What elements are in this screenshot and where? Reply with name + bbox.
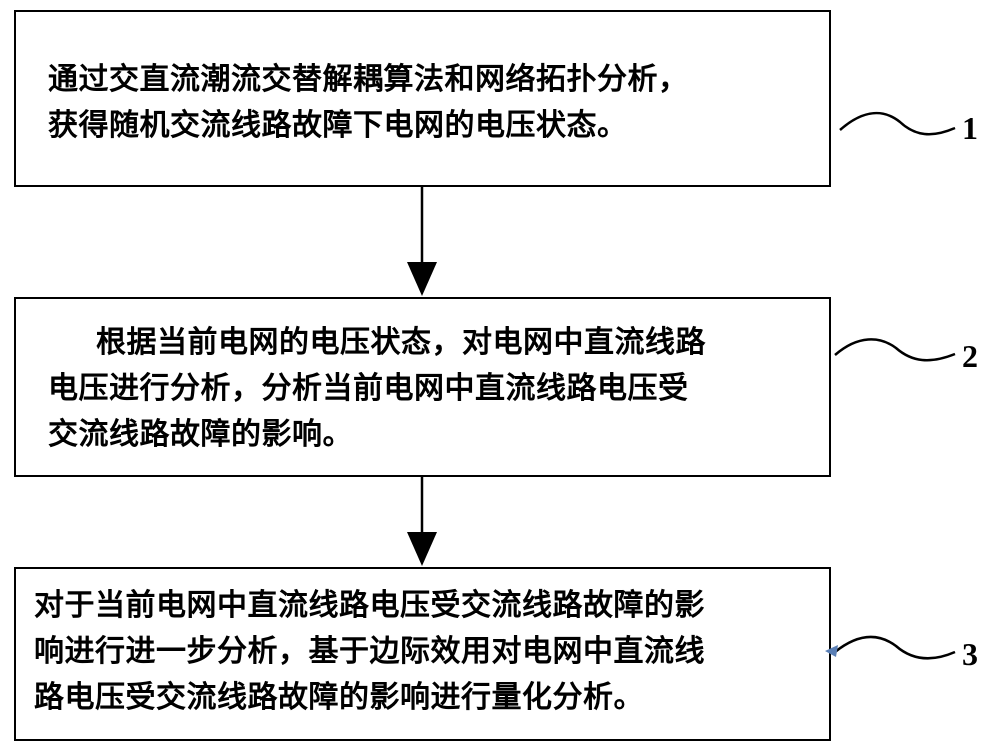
step-3-line-3: 路电压受交流线路故障的影响进行量化分析。 — [34, 680, 644, 715]
step-3-line-2: 响进行进一步分析，基于边际效用对电网中直流线 — [34, 634, 705, 669]
leader-line-1 — [839, 111, 956, 136]
step-box-1 — [14, 10, 831, 187]
step-1-line-2: 获得随机交流线路故障下电网的电压状态。 — [48, 108, 628, 143]
step-text-1: 通过交直流潮流交替解耦算法和网络拓扑分析， 获得随机交流线路故障下电网的电压状态… — [48, 57, 689, 149]
flow-arrow-2-3-head — [407, 532, 437, 566]
step-number-3: 3 — [962, 636, 978, 672]
step-1-line-1: 通过交直流潮流交替解耦算法和网络拓扑分析， — [48, 62, 689, 97]
leader-line-3 — [834, 635, 956, 660]
flow-arrow-1-2-head — [407, 262, 437, 296]
step-number-2: 2 — [962, 338, 978, 374]
step-2-line-2: 电压进行分析，分析当前电网中直流线路电压受 — [48, 371, 689, 406]
step-box-3 — [14, 567, 831, 741]
step-text-2: 根据当前电网的电压状态，对电网中直流线路 电压进行分析，分析当前电网中直流线路电… — [48, 320, 706, 458]
step-3-line-1: 对于当前电网中直流线路电压受交流线路故障的影 — [34, 588, 705, 623]
leader-line-2 — [834, 338, 956, 362]
step-box-2 — [14, 297, 831, 477]
step-2-line-1: 根据当前电网的电压状态，对电网中直流线路 — [96, 325, 706, 360]
leader-line-3-tip — [825, 645, 838, 657]
step-2-line-3: 交流线路故障的影响。 — [48, 417, 353, 452]
step-text-3: 对于当前电网中直流线路电压受交流线路故障的影 响进行进一步分析，基于边际效用对电… — [34, 583, 705, 721]
step-number-1: 1 — [962, 110, 978, 146]
